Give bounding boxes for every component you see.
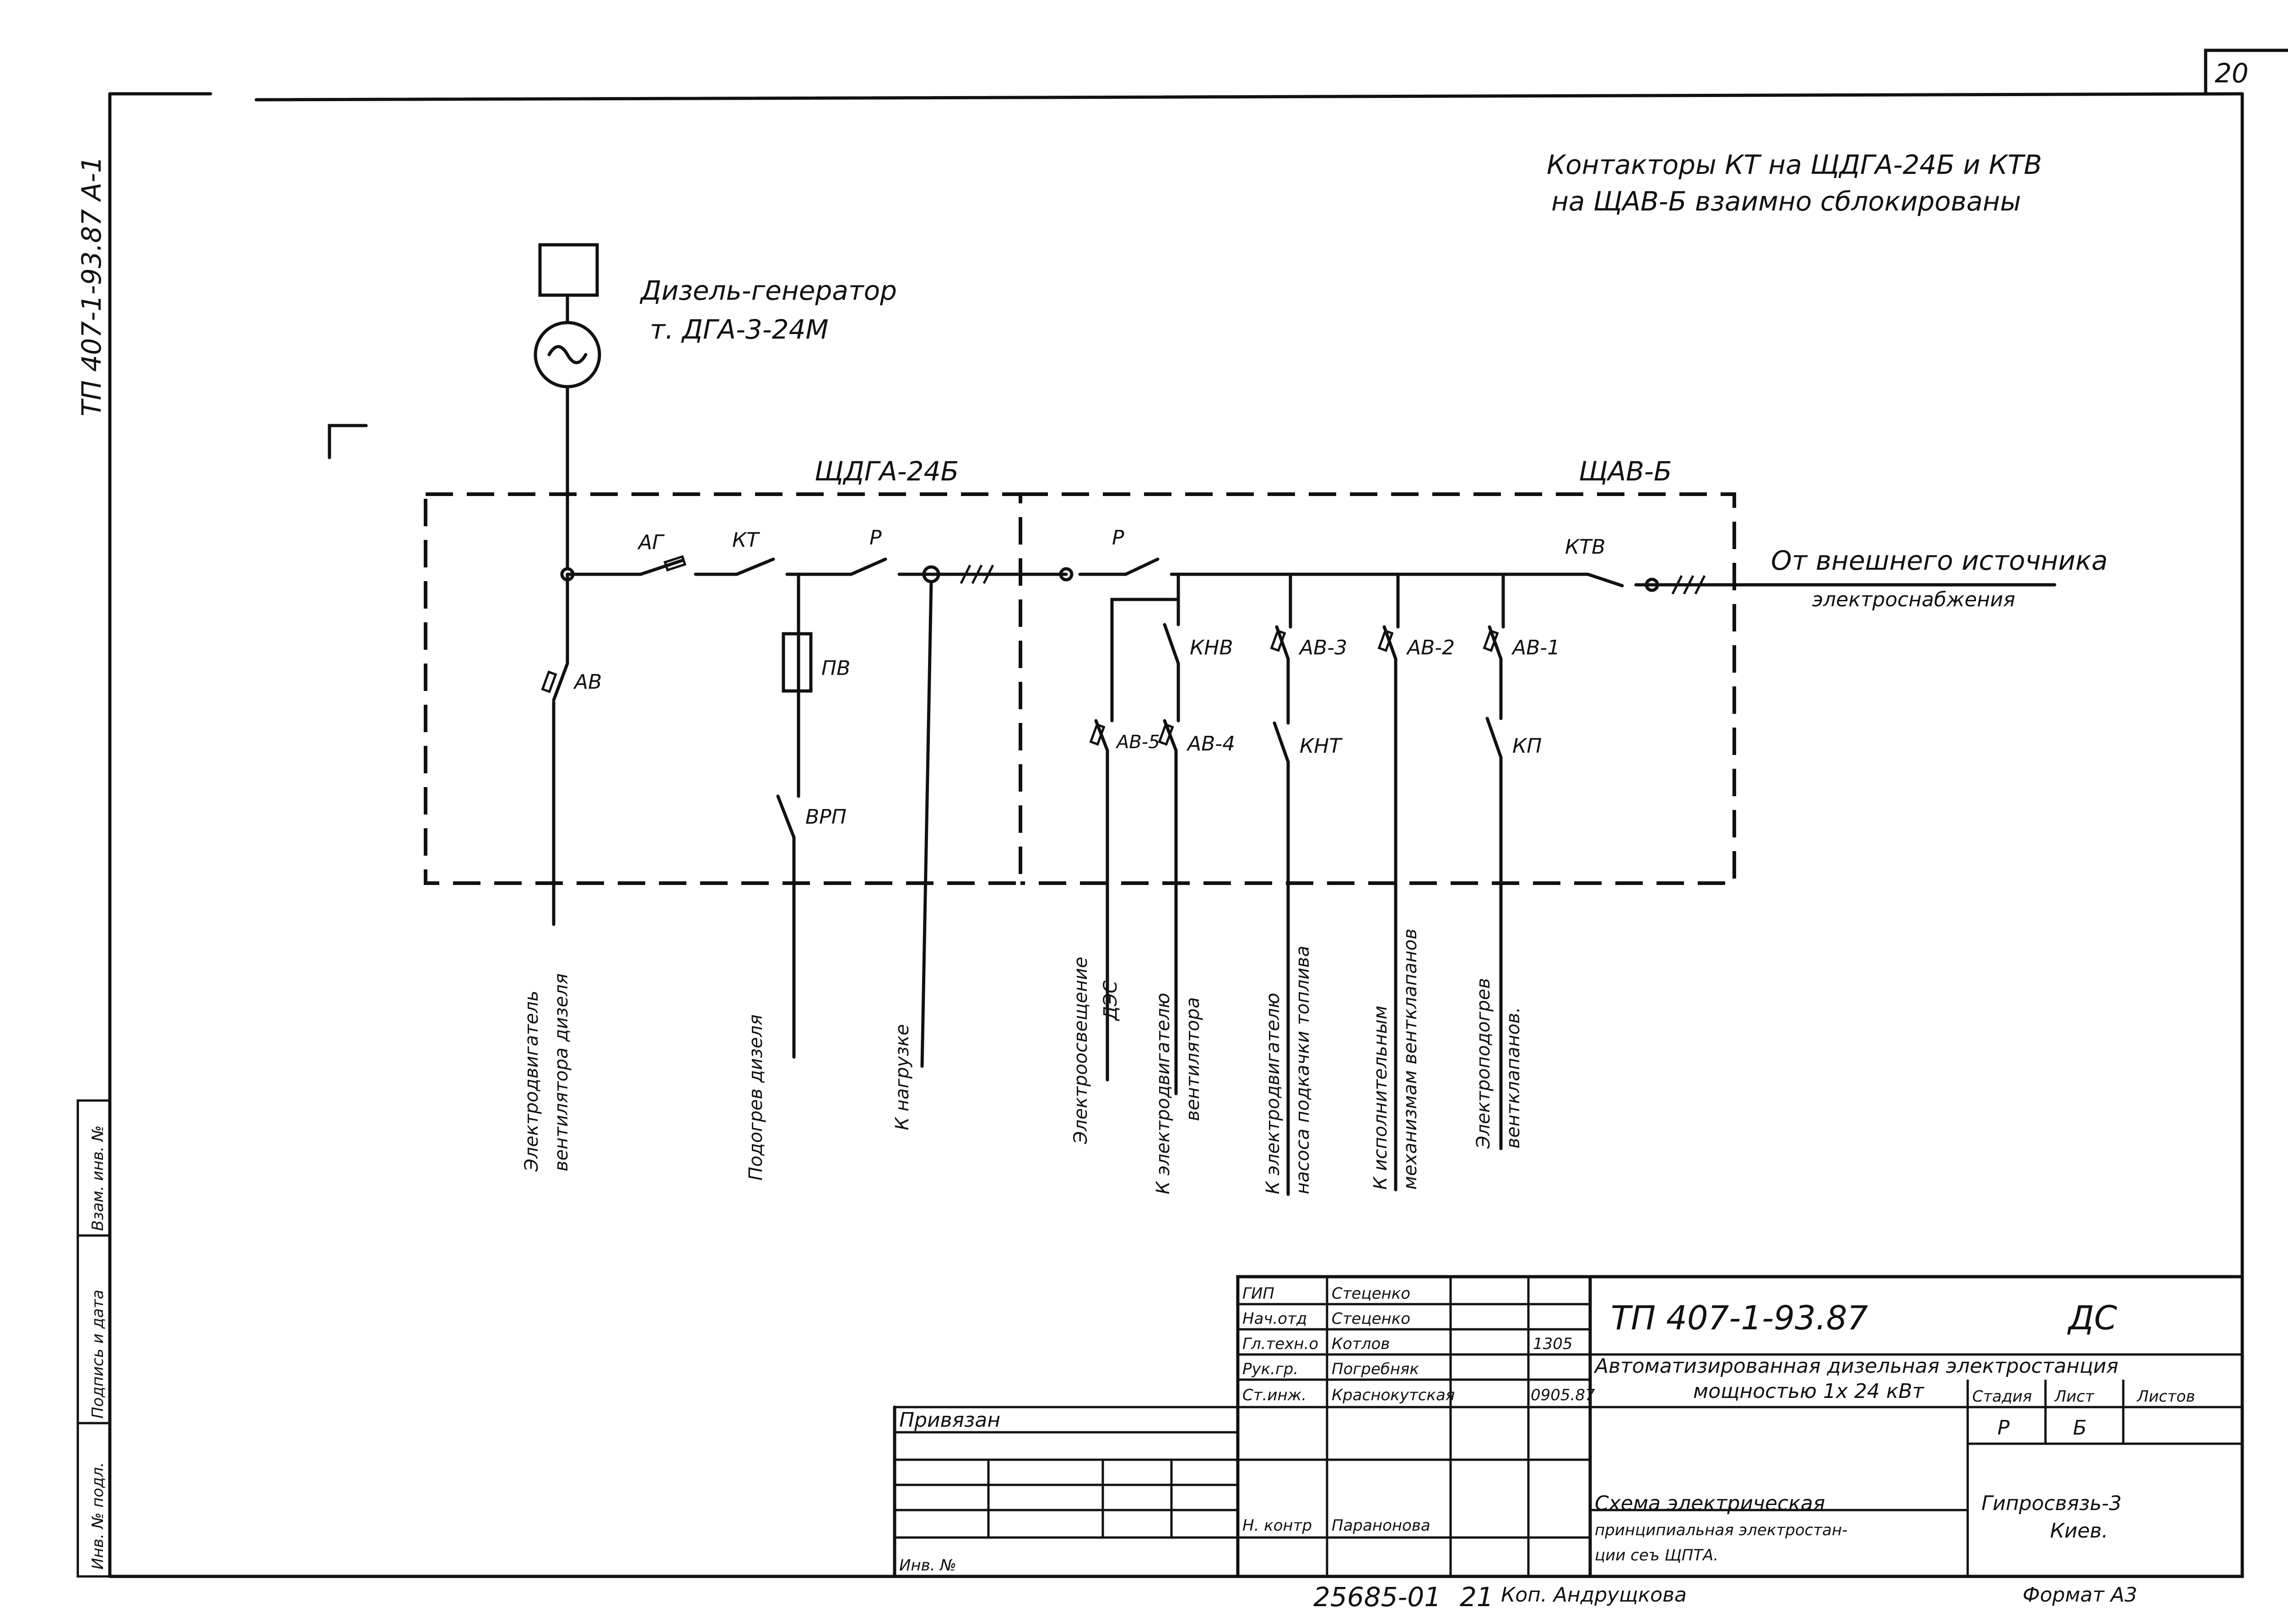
feeder-fan-motor bbox=[541, 572, 569, 926]
tb-drawing-line3: ции сеъ ЩПТА. bbox=[1595, 1546, 1718, 1565]
feeder-diesel-heating bbox=[776, 572, 813, 1059]
feeder-6-line2: насоса подкачки топлива bbox=[1292, 946, 1313, 1194]
tb-date-3: 1305 bbox=[1533, 1335, 1573, 1353]
device-av3-label: АВ-3 bbox=[1298, 636, 1347, 659]
feeder-labels: Электродвигатель вентилятора дизеля Подо… bbox=[521, 928, 1524, 1194]
device-knt-label: КНТ bbox=[1300, 734, 1343, 758]
device-ktv-label: КТВ bbox=[1565, 535, 1605, 559]
feeder-3-line1: К нагрузке bbox=[892, 1024, 913, 1130]
tb-project-line2: мощностью 1х 24 кВт bbox=[1693, 1380, 1925, 1403]
side-stamp-repl: Взам. инв. № bbox=[89, 1125, 107, 1231]
tb-project-line1: Автоматизированная дизельная электростан… bbox=[1593, 1354, 2118, 1378]
feeder-2-line1: Подогрев дизеля bbox=[745, 1014, 766, 1181]
feeder-7-line1: К исполнительным bbox=[1370, 1006, 1391, 1190]
tb-name-3: Котлов bbox=[1332, 1335, 1390, 1353]
device-ag-label: АГ bbox=[637, 531, 665, 554]
device-kt-label: КТ bbox=[732, 529, 760, 552]
tb-drawing-line2: принципиальная электростан- bbox=[1595, 1521, 1848, 1539]
device-pv-label: ПВ bbox=[821, 657, 850, 680]
tb-name-6: Паранонова bbox=[1332, 1516, 1430, 1535]
device-av-label: АВ bbox=[573, 670, 602, 694]
tb-role-4: Рук.гр. bbox=[1242, 1360, 1298, 1378]
tb-doc-mark: ДС bbox=[2067, 1299, 2117, 1337]
ac-symbol-icon bbox=[547, 345, 588, 364]
feeder-4-line2: ДЭС bbox=[1100, 981, 1121, 1021]
feeder-lighting bbox=[1089, 598, 1180, 1082]
device-knv-label: КНВ bbox=[1190, 636, 1233, 659]
panel-shdga-label: ЩДГА-24Б bbox=[815, 456, 959, 487]
tb-name-1: Стеценко bbox=[1332, 1284, 1410, 1303]
feeder-4-line1: Электроосвещение bbox=[1070, 957, 1091, 1144]
feeder-fan-vent bbox=[1158, 572, 1180, 1095]
feeder-5-line1: К электродвигателю bbox=[1153, 993, 1174, 1194]
side-stamp-sign: Подпись и дата bbox=[89, 1289, 107, 1419]
device-kp-label: КП bbox=[1512, 734, 1542, 758]
device-p1-label: Р bbox=[869, 526, 882, 550]
tb-name-4: Погребняк bbox=[1332, 1360, 1419, 1378]
panel-shav-boundary bbox=[1020, 492, 1736, 885]
tb-date-5: 0905.87 bbox=[1531, 1386, 1595, 1404]
device-av5-label: АВ-5 bbox=[1115, 732, 1160, 753]
feeder-8-line2: вентклапанов. bbox=[1503, 1007, 1524, 1149]
tb-name-5: Краснокутская bbox=[1332, 1386, 1455, 1404]
device-av1-label: АВ-1 bbox=[1511, 636, 1560, 659]
title-block bbox=[893, 1275, 2244, 1578]
bottom-sheet: 21 bbox=[1460, 1581, 1494, 1613]
feeder-5-line2: вентилятора bbox=[1182, 997, 1203, 1121]
tb-stage-value: Р bbox=[1997, 1416, 2010, 1440]
tb-org-line1: Гипросвязь-3 bbox=[1981, 1492, 2122, 1515]
generator-label-2: т. ДГА-3-24М bbox=[650, 314, 829, 345]
feeder-fuel-pump bbox=[1270, 572, 1292, 1196]
cable-mark-icon bbox=[1671, 575, 1706, 595]
tb-drawing-line1: Схема электрическая bbox=[1595, 1492, 1825, 1515]
tb-role-6: Н. контр bbox=[1242, 1516, 1312, 1535]
feeder-to-load bbox=[920, 580, 933, 1068]
interlock-note-line1: Контакторы КТ на ЩДГА-24Б и КТВ bbox=[1547, 149, 2042, 180]
diesel-generator bbox=[534, 243, 601, 569]
external-source-line2: электроснабжения bbox=[1812, 588, 2015, 611]
tb-sheets-header: Листов bbox=[2136, 1387, 2195, 1406]
tb-role-2: Нач.отд bbox=[1242, 1310, 1307, 1328]
tb-stage-header: Стадия bbox=[1972, 1387, 2032, 1406]
generator-label-1: Дизель-генератор bbox=[639, 275, 897, 306]
feeder-actuators bbox=[1377, 572, 1400, 1192]
side-stamp-inv: Инв. № подл. bbox=[89, 1462, 107, 1570]
device-p2-label: Р bbox=[1112, 526, 1124, 550]
panel-shav-label: ЩАВ-Б bbox=[1579, 456, 1672, 487]
format-label: Формат А3 bbox=[2023, 1583, 2137, 1607]
cable-mark-icon bbox=[960, 564, 994, 584]
device-av2-label: АВ-2 bbox=[1406, 636, 1455, 659]
panel-shdga-boundary bbox=[424, 492, 1022, 885]
device-av4-label: АВ-4 bbox=[1186, 732, 1235, 755]
tb-org-line2: Киев. bbox=[2050, 1519, 2108, 1543]
tb-inv-no: Инв. № bbox=[899, 1556, 956, 1575]
page-number: 20 bbox=[2215, 58, 2249, 89]
tb-role-1: ГИП bbox=[1242, 1284, 1274, 1303]
external-source-line1: От внешнего источника bbox=[1771, 545, 2108, 576]
feeder-8-line1: Электроподогрев bbox=[1473, 978, 1494, 1149]
bottom-number: 25685-01 bbox=[1313, 1581, 1441, 1613]
side-code: ТП 407-1-93.87 А-1 bbox=[76, 156, 107, 416]
tb-role-5: Ст.инж. bbox=[1242, 1386, 1306, 1404]
tb-sheet-value: Б bbox=[2073, 1416, 2087, 1440]
tb-privyazan: Привязан bbox=[899, 1408, 1000, 1432]
tb-role-3: Гл.техн.о bbox=[1242, 1335, 1318, 1353]
device-vrp-label: ВРП bbox=[805, 805, 847, 829]
main-bus bbox=[560, 555, 2056, 595]
feeder-valve-heating bbox=[1483, 572, 1505, 1150]
sheet-frame bbox=[108, 49, 2288, 1578]
feeder-1-line1: Электродвигатель bbox=[521, 991, 542, 1172]
copied-by: Коп. Андрущкова bbox=[1501, 1583, 1687, 1607]
interlock-note-line2: на ЩАВ-Б взаимно сблокированы bbox=[1551, 186, 2021, 217]
feeder-1-line2: вентилятора дизеля bbox=[551, 973, 572, 1171]
feeder-6-line1: К электродвигателю bbox=[1263, 993, 1284, 1194]
tb-name-2: Стеценко bbox=[1332, 1310, 1410, 1328]
feeder-7-line2: механизмам вентклапанов bbox=[1400, 928, 1421, 1190]
side-stamp: Инв. № подл. Подпись и дата Взам. инв. № bbox=[76, 1099, 111, 1578]
tb-doc-code: ТП 407-1-93.87 bbox=[1611, 1299, 1868, 1337]
tb-sheet-header: Лист bbox=[2054, 1387, 2094, 1406]
